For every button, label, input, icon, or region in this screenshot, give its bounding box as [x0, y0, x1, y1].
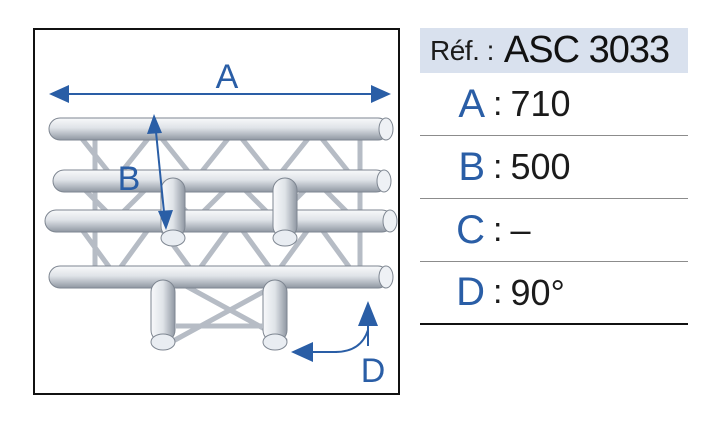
reference-value: ASC 3033	[503, 29, 670, 71]
dimension-b-arrow	[147, 114, 173, 230]
reference-label: Réf. :	[430, 34, 494, 66]
dimension-a-label: A	[216, 58, 239, 96]
spec-value: 710	[510, 83, 571, 124]
spec-value: 90°	[510, 271, 565, 313]
dimension-b-label: B	[118, 160, 141, 198]
spec-table: Réf. : ASC 3033 A : 710 B : 500 C : – D …	[420, 28, 688, 325]
spec-row-c: C : –	[420, 199, 688, 262]
spec-row-d: D : 90°	[420, 262, 688, 325]
spec-row-a: A : 710	[420, 73, 688, 136]
lower-stub-tubes	[150, 279, 288, 351]
spec-separator: :	[493, 147, 503, 186]
dimension-d-label: D	[361, 352, 386, 390]
reference-header: Réf. : ASC 3033	[420, 28, 688, 73]
truss-drawing: A B D	[44, 58, 398, 390]
spec-letter: A	[458, 81, 485, 126]
spec-separator: :	[493, 210, 503, 249]
dimension-a-arrow	[49, 85, 391, 103]
spec-value: –	[510, 209, 531, 250]
spec-row-b: B : 500	[420, 136, 688, 199]
spec-letter: C	[456, 207, 485, 252]
chord-tubes	[44, 117, 398, 289]
spec-value: 500	[510, 146, 571, 187]
spec-letter: D	[456, 270, 485, 314]
truss-diagram: A B D	[33, 28, 400, 395]
spec-separator: :	[493, 273, 503, 311]
spec-letter: B	[458, 144, 485, 189]
spec-separator: :	[493, 84, 503, 123]
dimension-d-arrow	[291, 301, 378, 362]
